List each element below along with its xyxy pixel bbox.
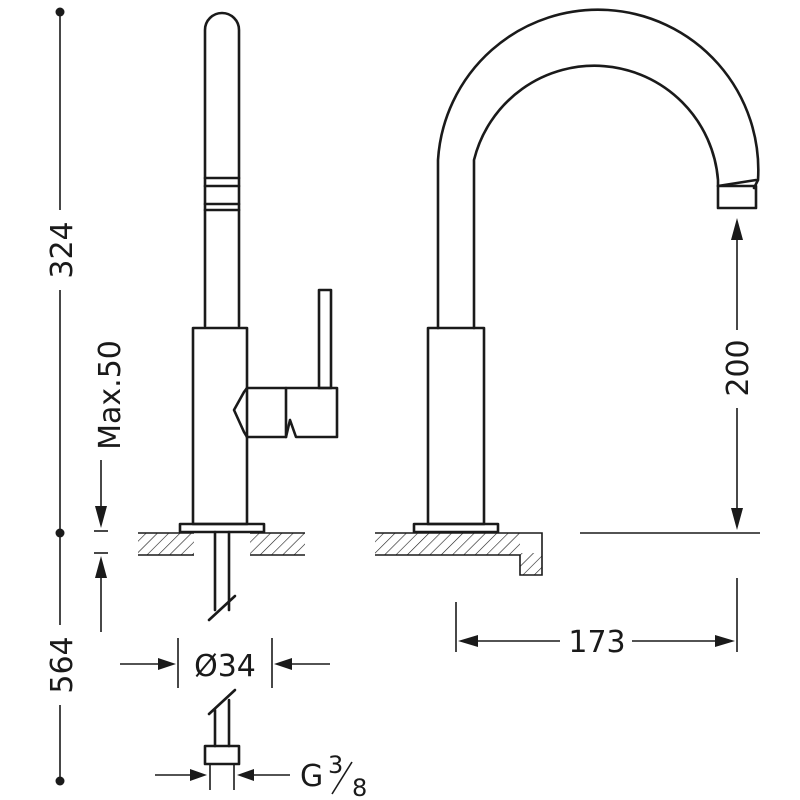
- connection-numerator-label: 3: [328, 751, 343, 779]
- connection-denominator-label: 8: [352, 774, 367, 800]
- max-thickness-dimension: [94, 460, 108, 632]
- spout-reach-label: 173: [568, 625, 625, 660]
- spout-height-dimension: [580, 218, 760, 534]
- supply-hose: [203, 530, 241, 766]
- connection-prefix-label: G: [300, 759, 323, 794]
- faucet-side-view: [178, 11, 339, 534]
- connection-dimension: [155, 761, 353, 795]
- hole-diameter-dimension: [120, 638, 330, 688]
- overall-dimension-line: [55, 7, 65, 786]
- total-height-label: 324: [45, 221, 80, 278]
- faucet-front-view: [412, 8, 760, 534]
- hole-diameter-label: Ø34: [194, 649, 256, 684]
- spout-height-label: 200: [721, 339, 756, 396]
- spout-reach-dimension: [455, 578, 738, 652]
- max-thickness-label: Max.50: [93, 340, 128, 450]
- hose-length-label: 564: [45, 636, 80, 693]
- mounting-deck-left: [138, 532, 305, 556]
- dimension-endpoint-mid: [55, 528, 65, 538]
- mounting-deck-right: [375, 532, 543, 576]
- dimension-endpoint-top: [55, 7, 65, 17]
- dimension-endpoint-bottom: [55, 776, 65, 786]
